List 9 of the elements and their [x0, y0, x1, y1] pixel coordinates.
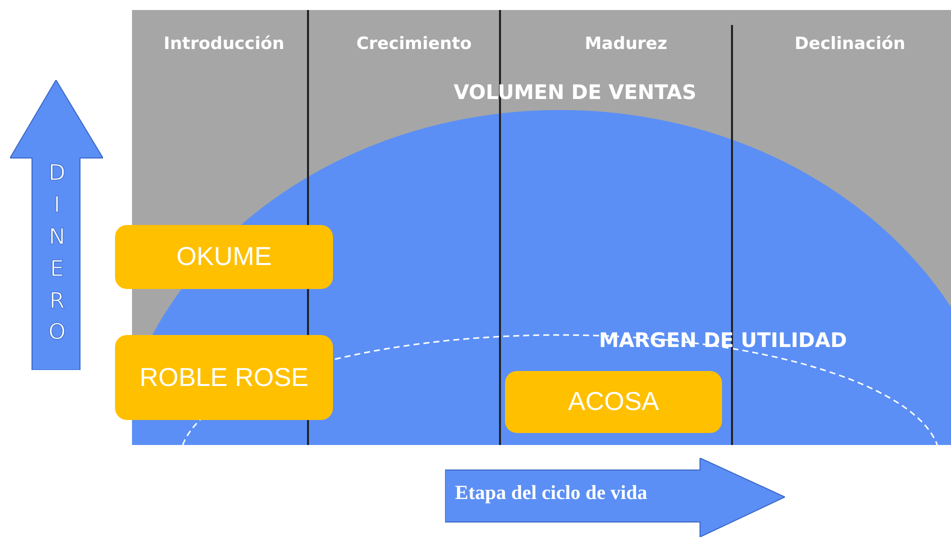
- stage-label: Introducción: [164, 34, 284, 54]
- product-box: ACOSA: [505, 371, 722, 433]
- stage-label: Declinación: [794, 34, 906, 54]
- product-box: ROBLE ROSE: [115, 335, 333, 420]
- axis-label: Etapa del ciclo de vida: [455, 482, 648, 505]
- stage-label: Madurez: [584, 34, 668, 54]
- product-box: OKUME: [115, 225, 333, 289]
- stage-label: Crecimiento: [356, 34, 472, 54]
- axis-label: DINERO: [47, 160, 67, 348]
